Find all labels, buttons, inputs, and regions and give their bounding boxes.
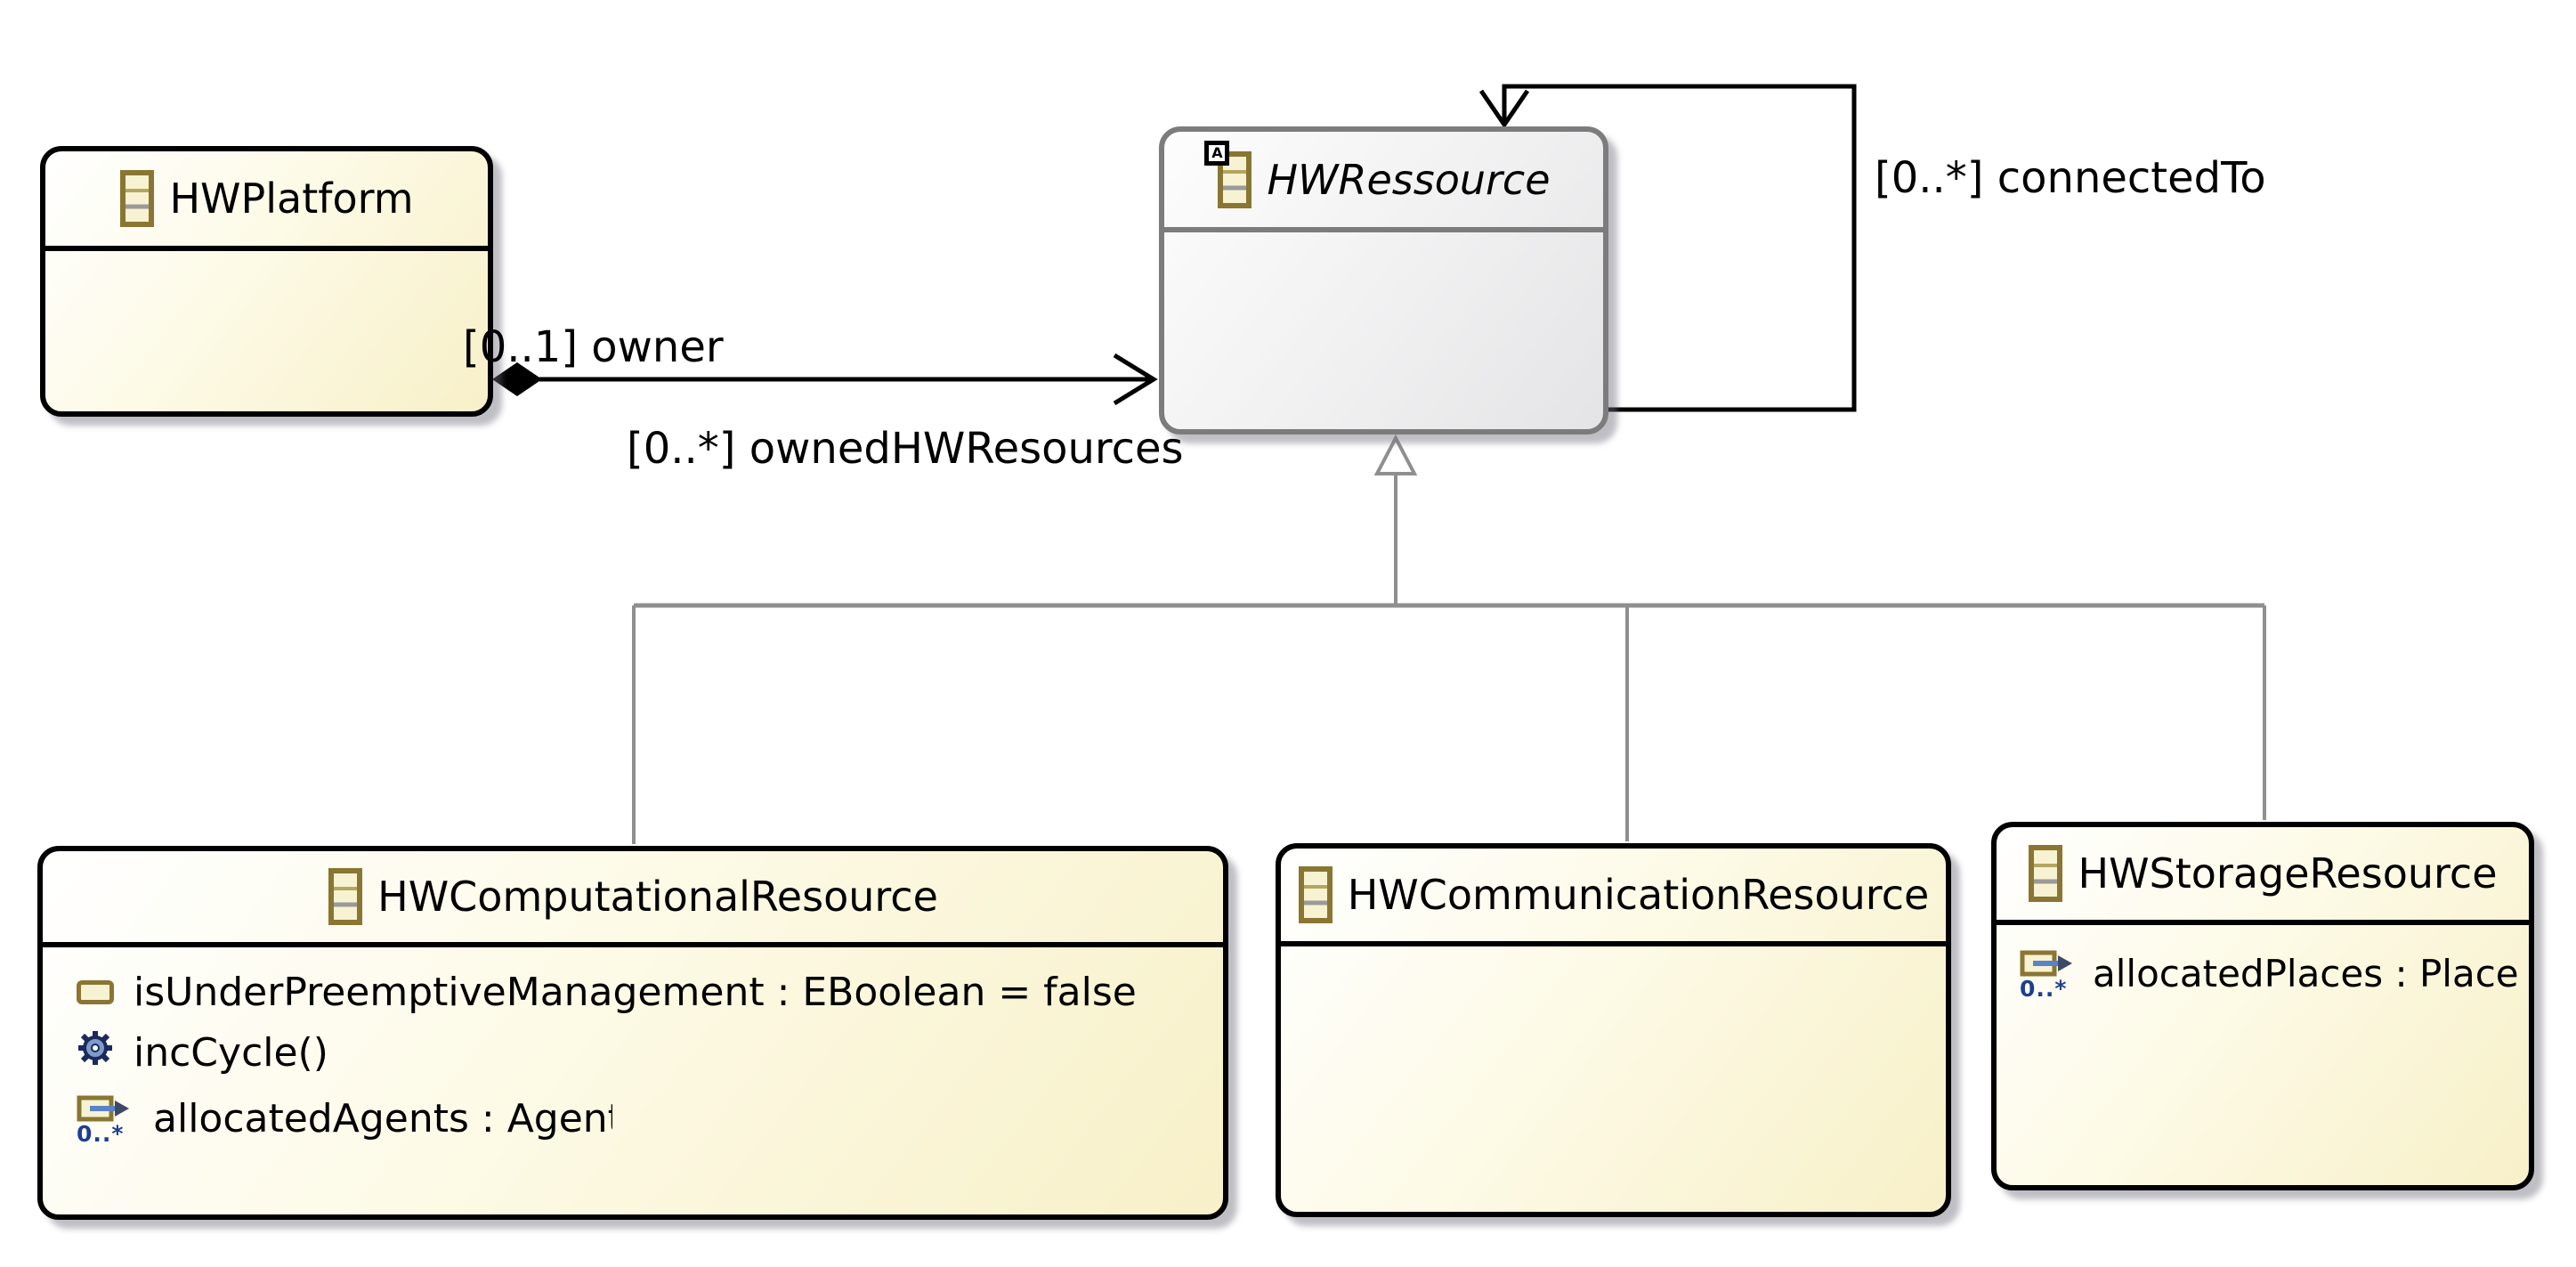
class-icon [2028,845,2063,902]
reference-icon: 0..* [2020,947,2077,1000]
class-title: HWComputationalResource [377,873,938,921]
class-icon [1298,866,1333,923]
class-body: isUnderPreemptiveManagement : EBoolean =… [43,947,1223,1154]
attribute-icon [77,979,114,1004]
reference-icon: 0..* [77,1092,134,1145]
reference-allocatedplaces[interactable]: 0..* allocatedPlaces : Place [1997,938,2529,1009]
class-header: HWStorageResource [1997,827,2529,925]
generalization-tree[interactable] [632,434,2266,844]
abstract-class-icon: A [1204,140,1252,208]
operation-label: incCycle() [134,1029,328,1076]
self-association-connectedTo[interactable] [1478,84,1857,412]
class-header: HWComputationalResource [43,851,1223,947]
reference-cardinality: 0..* [2020,975,2068,1002]
operation-gear-icon [77,1029,114,1076]
class-header: A HWRessource [1164,132,1603,232]
abstract-badge: A [1204,140,1230,166]
composition-edge-ownedHWResources[interactable] [492,353,1158,406]
reference-label: allocatedPlaces : Place [2093,951,2519,995]
edge-label-connectedto[interactable]: [0..*] connectedTo [1875,153,2266,203]
class-title: HWPlatform [169,175,414,223]
open-arrowhead-icon [1478,89,1530,129]
class-hwcommunicationresource[interactable]: HWCommunicationResource [1276,843,1951,1217]
reference-allocatedagents[interactable]: 0..* allocatedAgents : Agent [43,1083,1223,1154]
class-title: HWRessource [1267,155,1551,204]
reference-cardinality: 0..* [77,1120,125,1147]
class-header: HWPlatform [45,151,488,251]
attribute-label: isUnderPreemptiveManagement : EBoolean =… [134,969,1137,1015]
class-hwstorageresource[interactable]: HWStorageResource 0..* allocatedPlaces :… [1991,822,2534,1190]
class-icon [119,170,155,227]
class-icon [328,868,363,925]
attribute-isunderpreemptivemanagement[interactable]: isUnderPreemptiveManagement : EBoolean =… [43,962,1223,1022]
reference-label: allocatedAgents : Agent [153,1095,612,1141]
self-association-line[interactable] [1502,84,1857,412]
class-hwressource[interactable]: A HWRessource [1159,126,1608,435]
class-header: HWCommunicationResource [1281,849,1946,946]
class-title: HWStorageResource [2078,849,2498,897]
operation-inccycle[interactable]: incCycle() [43,1022,1223,1083]
composition-diamond-icon [492,362,542,396]
class-title: HWCommunicationResource [1347,871,1930,919]
edge-label-ownedhwresources[interactable]: [0..*] ownedHWResources [627,424,1184,474]
generalization-triangle-icon [1373,434,1418,475]
class-hwplatform[interactable]: HWPlatform [40,146,493,417]
edge-label-owner[interactable]: [0..1] owner [463,322,724,372]
open-arrowhead-icon [1113,353,1158,406]
class-body: 0..* allocatedPlaces : Place [1997,925,2529,1009]
class-hwcomputationalresource[interactable]: HWComputationalResource isUnderPreemptiv… [37,846,1228,1220]
